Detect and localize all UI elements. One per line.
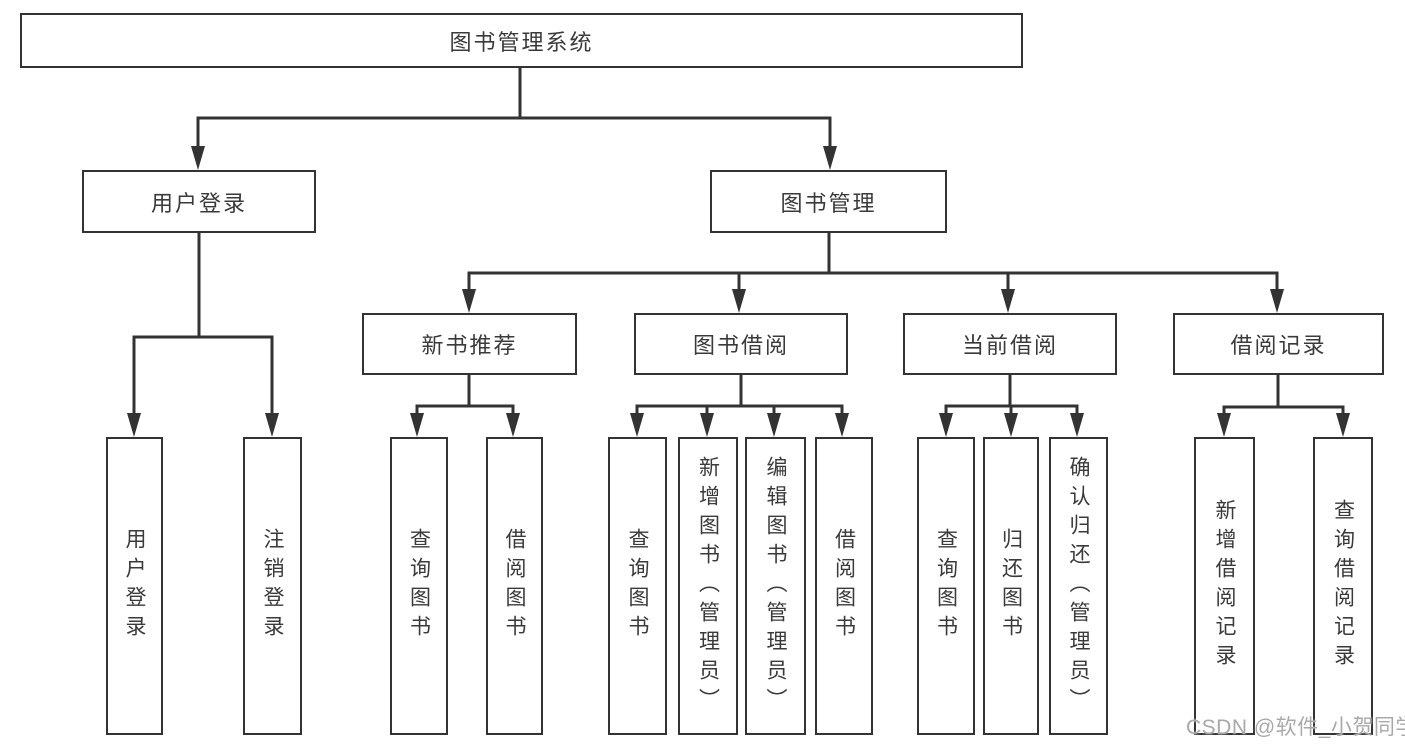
node-leaf-query-books-recommend: 查询图书 bbox=[390, 437, 448, 735]
node-leaf-add-borrow-record: 新增借阅记录 bbox=[1194, 437, 1255, 735]
node-book-management-label: 图书管理 bbox=[780, 190, 877, 216]
arrowhead bbox=[462, 289, 476, 313]
arrowhead bbox=[630, 413, 644, 437]
arrowhead bbox=[265, 413, 279, 437]
node-current-borrowing: 当前借阅 bbox=[903, 313, 1117, 375]
node-leaf-query-books-current: 查询图书 bbox=[917, 437, 975, 735]
node-book-borrowing: 图书借阅 bbox=[634, 313, 848, 375]
arrowhead bbox=[191, 146, 205, 170]
node-leaf-borrow-books-recommend: 借阅图书 bbox=[486, 437, 543, 735]
node-borrowing-records: 借阅记录 bbox=[1173, 313, 1384, 375]
node-leaf-user-login-label: 用户登录 bbox=[123, 528, 146, 644]
arrowhead bbox=[823, 146, 837, 170]
node-root: 图书管理系统 bbox=[20, 13, 1023, 68]
node-leaf-borrow-books-recommend-label: 借阅图书 bbox=[503, 528, 526, 644]
node-user-login-label: 用户登录 bbox=[150, 190, 247, 216]
arrowhead bbox=[732, 289, 746, 313]
node-leaf-return-books-label: 归还图书 bbox=[999, 528, 1023, 644]
arrowhead bbox=[767, 413, 781, 437]
node-leaf-borrow-books-label: 借阅图书 bbox=[832, 528, 856, 644]
arrowhead bbox=[506, 413, 520, 437]
node-leaf-query-borrow-record-label: 查询借阅记录 bbox=[1331, 499, 1355, 673]
node-leaf-query-borrow-record: 查询借阅记录 bbox=[1313, 437, 1373, 735]
arrowhead bbox=[1217, 413, 1231, 437]
node-leaf-logout: 注销登录 bbox=[243, 437, 302, 735]
node-leaf-edit-books-admin: 编辑图书（管理员） bbox=[745, 437, 806, 735]
node-borrowing-records-label: 借阅记录 bbox=[1230, 333, 1327, 358]
node-new-book-recommend-label: 新书推荐 bbox=[421, 333, 518, 358]
node-current-borrowing-label: 当前借阅 bbox=[961, 333, 1058, 358]
node-leaf-query-books-current-label: 查询图书 bbox=[934, 528, 958, 644]
arrowhead bbox=[1001, 289, 1015, 313]
arrowhead bbox=[939, 413, 953, 437]
arrowhead bbox=[1070, 413, 1084, 437]
arrowhead bbox=[700, 413, 714, 437]
node-user-login: 用户登录 bbox=[82, 170, 316, 233]
node-leaf-logout-label: 注销登录 bbox=[261, 528, 284, 644]
arrowhead bbox=[1336, 413, 1350, 437]
arrowhead bbox=[410, 413, 424, 437]
node-leaf-confirm-return-admin: 确认归还（管理员） bbox=[1049, 437, 1108, 735]
node-leaf-edit-books-admin-label: 编辑图书（管理员） bbox=[764, 455, 787, 717]
node-leaf-add-books-admin: 新增图书（管理员） bbox=[678, 437, 738, 735]
node-new-book-recommend: 新书推荐 bbox=[362, 313, 577, 375]
node-leaf-user-login: 用户登录 bbox=[106, 437, 163, 735]
node-leaf-add-borrow-record-label: 新增借阅记录 bbox=[1213, 499, 1236, 673]
node-book-borrowing-label: 图书借阅 bbox=[692, 333, 789, 358]
node-leaf-query-books-recommend-label: 查询图书 bbox=[407, 528, 431, 644]
arrowhead bbox=[835, 413, 849, 437]
node-leaf-return-books: 归还图书 bbox=[983, 437, 1039, 735]
arrowhead bbox=[1270, 289, 1284, 313]
arrowhead bbox=[1004, 413, 1018, 437]
arrowhead bbox=[127, 413, 141, 437]
node-root-label: 图书管理系统 bbox=[449, 29, 594, 55]
node-book-management: 图书管理 bbox=[710, 170, 947, 233]
node-leaf-query-books-borrowing-label: 查询图书 bbox=[626, 528, 649, 644]
node-leaf-add-books-admin-label: 新增图书（管理员） bbox=[696, 455, 720, 717]
node-leaf-query-books-borrowing: 查询图书 bbox=[608, 437, 667, 735]
node-leaf-confirm-return-admin-label: 确认归还（管理员） bbox=[1067, 455, 1090, 717]
csdn-watermark: CSDN @软件_小贺同学 bbox=[1186, 716, 1405, 739]
node-leaf-borrow-books: 借阅图书 bbox=[815, 437, 873, 735]
